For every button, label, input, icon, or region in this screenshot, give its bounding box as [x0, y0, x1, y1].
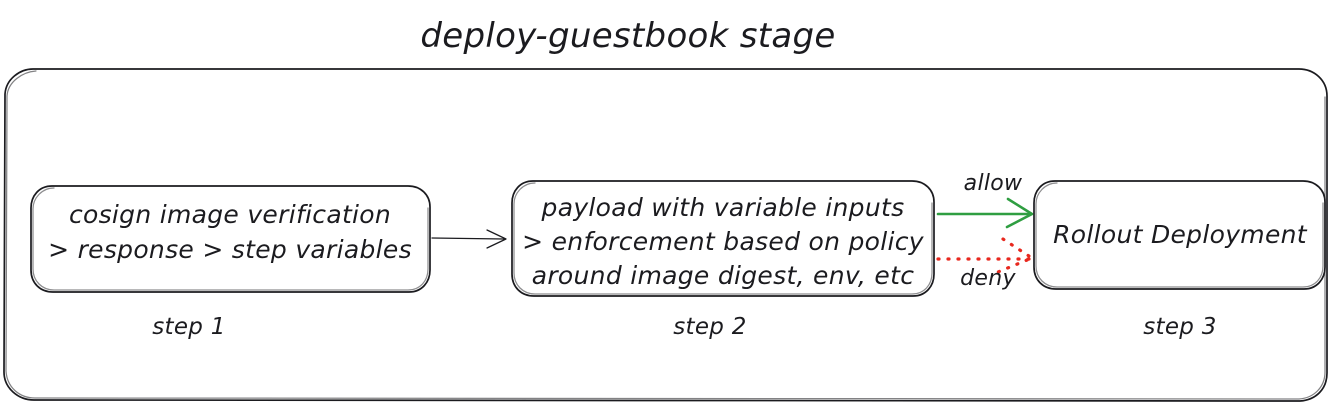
connector-allow [936, 197, 1034, 229]
connector-deny [936, 237, 1034, 274]
connector-deny-label: deny [960, 266, 1016, 291]
step-2-box[interactable] [511, 180, 935, 297]
stage-container [3, 68, 1328, 402]
step-3-box[interactable] [1033, 180, 1326, 290]
step-2-line-1: payload with variable inputs [541, 193, 905, 222]
step-1-line-1: cosign image verification [69, 200, 391, 229]
step-1-box[interactable] [30, 185, 431, 293]
diagram-title: deploy-guestbook stage [420, 16, 835, 56]
connector-step1-step2 [431, 229, 507, 249]
step-2-line-2: > enforcement based on policy [522, 227, 925, 256]
step-2-label: step 2 [673, 314, 747, 340]
connector-allow-label: allow [964, 171, 1023, 196]
step-1-label: step 1 [152, 314, 226, 340]
step-1-line-2: > response > step variables [48, 235, 412, 264]
step-2-line-3: around image digest, env, etc [532, 261, 915, 290]
step-3-label: step 3 [1143, 314, 1217, 340]
step-3-line-1: Rollout Deployment [1053, 220, 1308, 249]
